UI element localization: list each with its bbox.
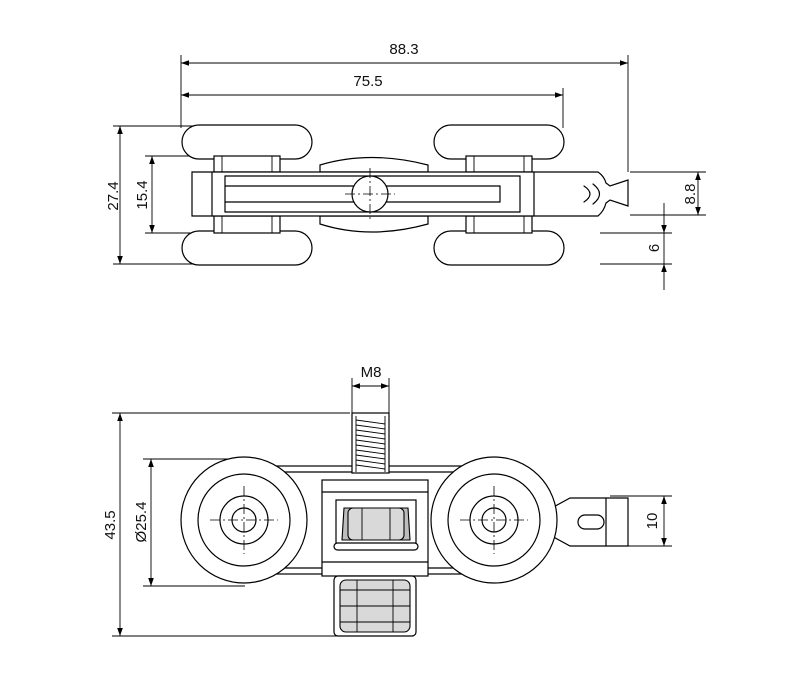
dim-wheel-span: 75.5 <box>353 73 382 90</box>
top-wheel-lower-right <box>433 230 565 266</box>
dim-front-height: 43.5 <box>102 510 119 539</box>
dim-tongue-height: 8.8 <box>682 184 699 205</box>
thread-lines <box>355 416 386 472</box>
dim-overall-height: 27.4 <box>105 181 122 210</box>
top-wheel-upper-left <box>181 124 313 160</box>
top-body-plate <box>191 171 629 217</box>
dim-front-tongue: 10 <box>644 513 661 530</box>
dim-body-height: 15.4 <box>134 180 151 209</box>
dim-wheel-diameter: Ø25.4 <box>133 502 150 543</box>
top-wheel-lower-left <box>181 230 313 266</box>
front-hex-nut-upper <box>341 507 411 541</box>
top-wheel-upper-right <box>433 124 565 160</box>
top-view: 88.3 75.5 27.4 15.4 8.8 6 <box>105 41 706 290</box>
top-saddle-body <box>319 156 429 173</box>
front-wheel-left <box>180 456 308 584</box>
dim-overall-length: 88.3 <box>389 41 418 58</box>
front-wheel-right <box>430 456 558 584</box>
front-view: M8 43.5 Ø25.4 10 <box>102 364 672 637</box>
front-threaded-stud <box>351 412 390 474</box>
front-hex-nut-lower <box>333 575 417 637</box>
dim-offset: 6 <box>646 244 663 252</box>
dim-thread: M8 <box>361 364 382 381</box>
